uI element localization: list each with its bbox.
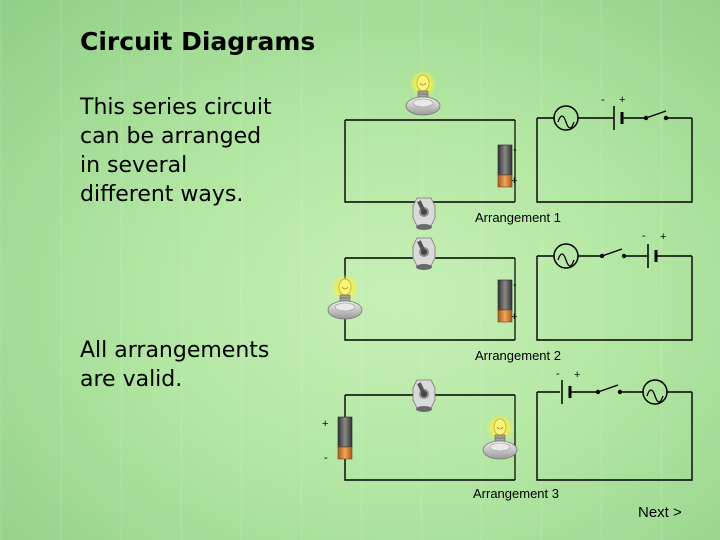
intro-line: different ways. xyxy=(80,182,244,207)
schematic-battery-icon xyxy=(560,378,572,406)
light-bulb-icon xyxy=(327,273,363,320)
light-bulb-icon xyxy=(405,69,441,116)
schematic-wire xyxy=(536,118,693,203)
arrangement-3: + - - + xyxy=(322,368,693,481)
schematic-switch-icon xyxy=(601,248,623,257)
minus-sign: - xyxy=(513,144,517,156)
intro-line: can be arranged xyxy=(80,124,262,149)
schematic-switch-icon xyxy=(597,384,619,393)
plus-sign: + xyxy=(511,311,517,323)
light-bulb-icon xyxy=(482,413,518,460)
conclusion-line: All arrangements xyxy=(80,338,270,363)
schematic-bulb-icon xyxy=(553,243,579,269)
slide-title: Circuit Diagrams xyxy=(80,27,316,56)
battery-icon xyxy=(497,144,513,188)
battery-icon xyxy=(497,279,513,323)
minus-sign: - xyxy=(642,230,646,242)
intro-line: in several xyxy=(80,153,188,178)
schematic-bulb-icon xyxy=(642,379,668,405)
minus-sign: - xyxy=(513,279,517,291)
intro-text: This series circuit can be arranged in s… xyxy=(80,93,272,209)
toggle-switch-icon xyxy=(412,379,436,413)
minus-sign: - xyxy=(556,368,560,380)
schematic-battery-icon xyxy=(646,242,658,270)
wire xyxy=(344,120,515,203)
minus-sign: - xyxy=(601,94,605,106)
arrangement-3-label: Arrangement 3 xyxy=(473,486,559,501)
arrangement-1: - + - + xyxy=(344,69,693,231)
plus-sign: + xyxy=(619,94,625,106)
schematic-wire xyxy=(536,256,693,341)
schematic-battery-icon xyxy=(612,104,624,132)
arrangement-2: - + - + xyxy=(327,230,693,341)
battery-icon xyxy=(337,416,353,460)
intro-line: This series circuit xyxy=(80,95,272,120)
next-button[interactable]: Next > xyxy=(638,504,682,521)
plus-sign: + xyxy=(322,418,328,430)
minus-sign: - xyxy=(324,452,328,464)
schematic-bulb-icon xyxy=(553,105,579,131)
toggle-switch-icon xyxy=(412,237,436,271)
arrangement-1-label: Arrangement 1 xyxy=(475,210,561,225)
arrangement-2-label: Arrangement 2 xyxy=(475,348,561,363)
plus-sign: + xyxy=(511,175,517,187)
conclusion-line: are valid. xyxy=(80,367,183,392)
plus-sign: + xyxy=(574,369,580,381)
wire xyxy=(344,258,515,341)
plus-sign: + xyxy=(660,231,666,243)
schematic-wire xyxy=(536,392,693,481)
schematic-switch-icon xyxy=(645,110,667,119)
conclusion-text: All arrangements are valid. xyxy=(80,336,269,394)
toggle-switch-icon xyxy=(412,197,436,231)
